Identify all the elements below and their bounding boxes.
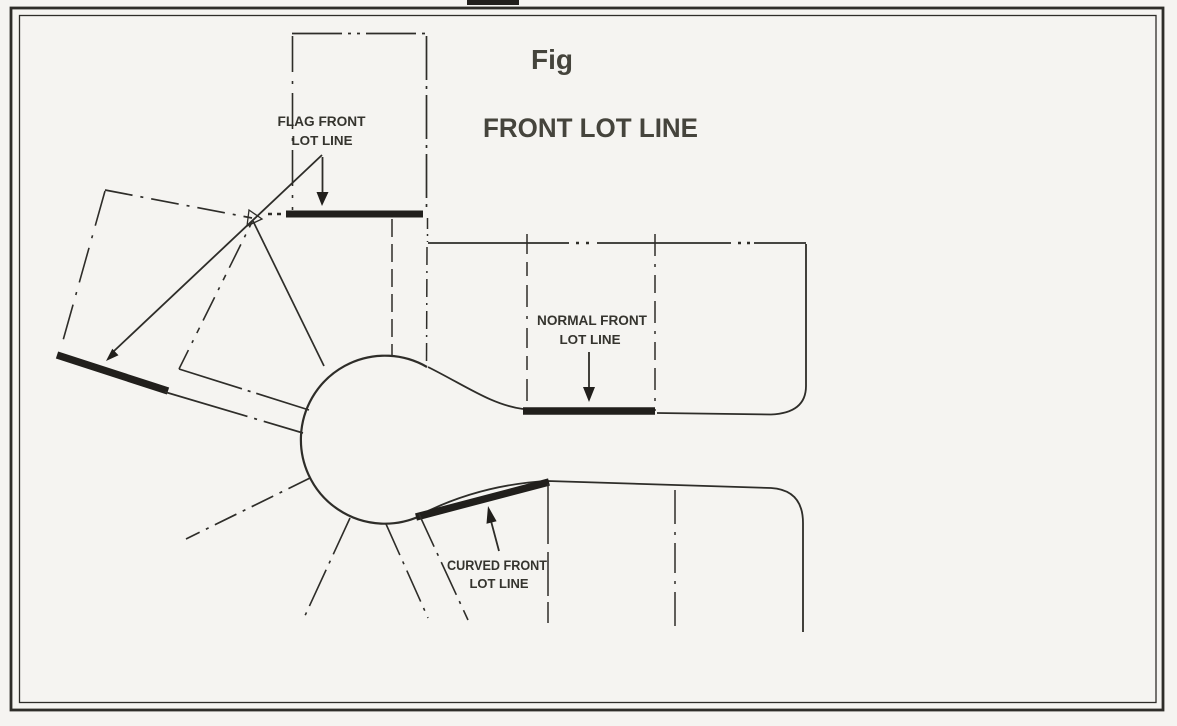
left-lot-top-edge xyxy=(104,189,253,219)
street-bottom-edge xyxy=(427,480,804,632)
flag-arrow-down-icon xyxy=(316,192,329,206)
normal-front-label-line2: LOT LINE xyxy=(560,332,621,347)
curved-arrow-shaft xyxy=(490,520,500,552)
left-lot-right-edge xyxy=(178,221,253,370)
page-border xyxy=(9,0,1165,712)
flag-front-label-line1: FLAG FRONT xyxy=(278,114,367,129)
normal-front-label-line1: NORMAL FRONT xyxy=(537,313,648,328)
lot-spoke-upper-left xyxy=(252,220,325,367)
lower-lot-lines xyxy=(185,477,676,627)
flag-arrow-diagonal-icon xyxy=(106,348,119,361)
normal-arrow-down-icon xyxy=(583,387,595,402)
normal-front-label-group: NORMAL FRONT LOT LINE xyxy=(537,313,648,402)
street-top-edge-right xyxy=(656,412,772,416)
bulb-spoke-west xyxy=(185,477,311,540)
curved-front-label-group: CURVED FRONT LOT LINE xyxy=(447,506,548,591)
curved-front-lot-line-bar xyxy=(415,478,550,521)
lot-block-right-edge xyxy=(770,244,807,416)
figure-title: FRONT LOT LINE xyxy=(483,113,698,143)
flag-arrow-shaft-diagonal xyxy=(113,154,323,352)
flag-front-label-line2: LOT LINE xyxy=(292,133,353,148)
normal-lot-block xyxy=(428,234,807,416)
scan-mark xyxy=(467,0,519,5)
curved-front-label-line2: LOT LINE xyxy=(470,576,529,591)
lot-line-to-bulb-right xyxy=(425,246,428,366)
flag-lot-top-boundary xyxy=(291,32,429,366)
curved-arrow-up-icon xyxy=(486,506,497,524)
cul-de-sac-bulb xyxy=(299,354,428,525)
flag-front-lot-line-left-bar xyxy=(55,351,170,395)
left-lot-left-edge xyxy=(61,190,106,345)
bulb-spoke-southwest xyxy=(302,517,351,621)
figure-caption: Fig xyxy=(531,44,573,75)
bulb-spoke-southeast xyxy=(418,513,469,621)
flag-pole-strip-lower xyxy=(164,391,304,434)
inner-border xyxy=(18,14,1157,704)
outer-border xyxy=(9,6,1165,712)
bulb-spoke-south xyxy=(385,523,429,619)
curved-front-label-line1: CURVED FRONT xyxy=(447,558,548,573)
street-top-edge-throat xyxy=(427,366,524,410)
cul-de-sac-street xyxy=(299,354,804,632)
flag-front-label-group: FLAG FRONT LOT LINE xyxy=(106,114,366,361)
flag-pole-strip-upper xyxy=(178,368,310,411)
crossing-detail xyxy=(246,208,264,228)
flag-lot-left-boundary xyxy=(55,189,325,434)
